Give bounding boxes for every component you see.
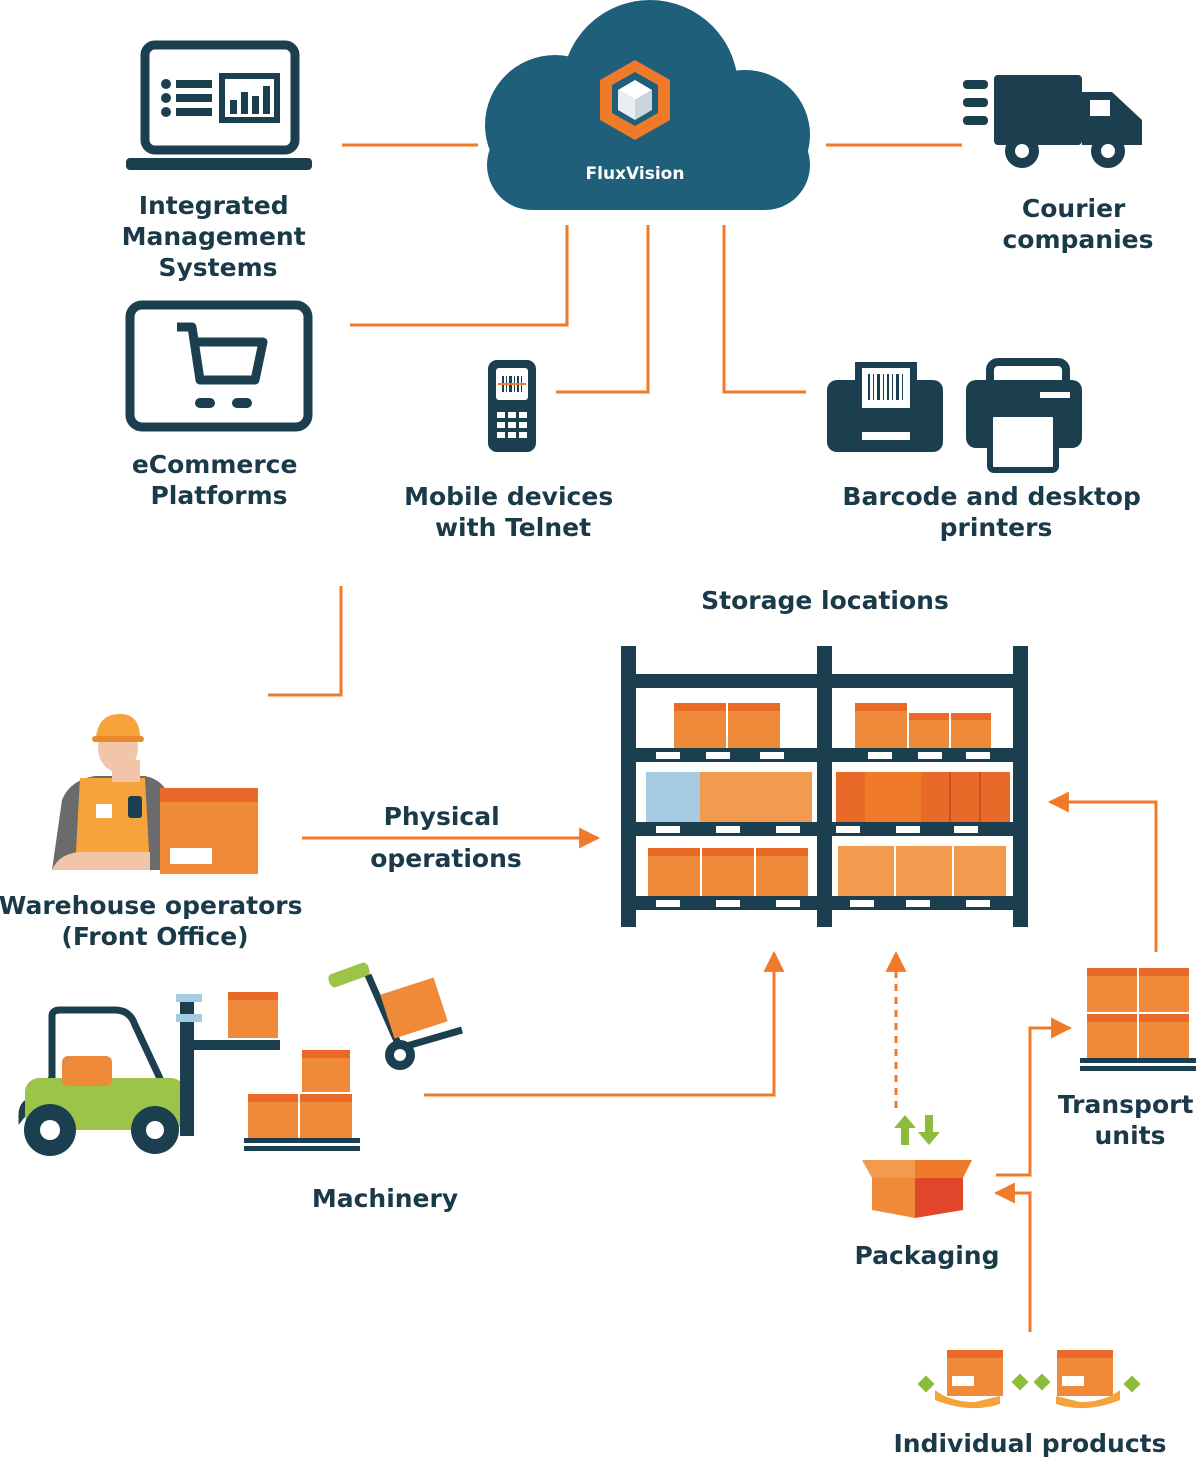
label-transport: Transport units	[1058, 1090, 1200, 1150]
label-printers: Barcode and desktop printers	[842, 482, 1149, 542]
label-operators: Warehouse operators (Front Office)	[0, 891, 311, 951]
label-mobile: Mobile devices with Telnet	[404, 482, 622, 542]
cloud-hub: FluxVision	[485, 0, 810, 210]
shopping-cart-screen-icon	[125, 300, 313, 432]
connectors	[268, 143, 1158, 1332]
delivery-truck-icon	[963, 75, 1142, 168]
barcode-printer-icon	[827, 362, 943, 452]
label-ecommerce: eCommerce Platforms	[132, 450, 306, 510]
connector-cloud-mobile	[556, 225, 650, 394]
label-products: Individual products	[893, 1429, 1166, 1458]
arrow-packaging-transport	[996, 1017, 1073, 1177]
label-storage: Storage locations	[701, 586, 949, 615]
label-courier: Courier companies	[1002, 194, 1153, 254]
pallet-stack-icon	[244, 1050, 360, 1151]
connector-cloud-printers	[722, 225, 806, 394]
label-physical: Physical operations	[370, 802, 522, 873]
pallet-boxes-icon	[1080, 968, 1196, 1071]
arrow-products-packaging	[993, 1182, 1032, 1332]
arrow-transport-storage	[1047, 791, 1158, 952]
fluxvision-logo-icon	[600, 60, 670, 140]
barcode-scanner-device-icon	[488, 360, 536, 452]
hand-box-icon-2	[1033, 1350, 1141, 1409]
connector-cloud-ecommerce	[350, 225, 569, 327]
warehouse-worker-icon	[52, 714, 258, 874]
hand-truck-icon	[328, 962, 463, 1070]
label-ims: Integrated Management Systems	[122, 191, 315, 282]
up-arrow-icon	[894, 1115, 916, 1145]
desktop-printer-icon	[966, 358, 1082, 473]
open-box-icon	[862, 1115, 972, 1218]
arrow-machinery-storage	[424, 950, 785, 1097]
forklift-icon	[18, 992, 280, 1156]
laptop-dashboard-icon	[126, 40, 312, 170]
down-arrow-icon	[918, 1115, 940, 1145]
warehouse-shelf-icon	[621, 646, 1028, 927]
cloud-name: FluxVision	[586, 164, 685, 184]
label-machinery: Machinery	[312, 1184, 458, 1213]
connector-ecommerce-operators	[268, 586, 343, 697]
label-packaging: Packaging	[855, 1241, 1000, 1270]
hand-box-icon	[917, 1350, 1029, 1409]
